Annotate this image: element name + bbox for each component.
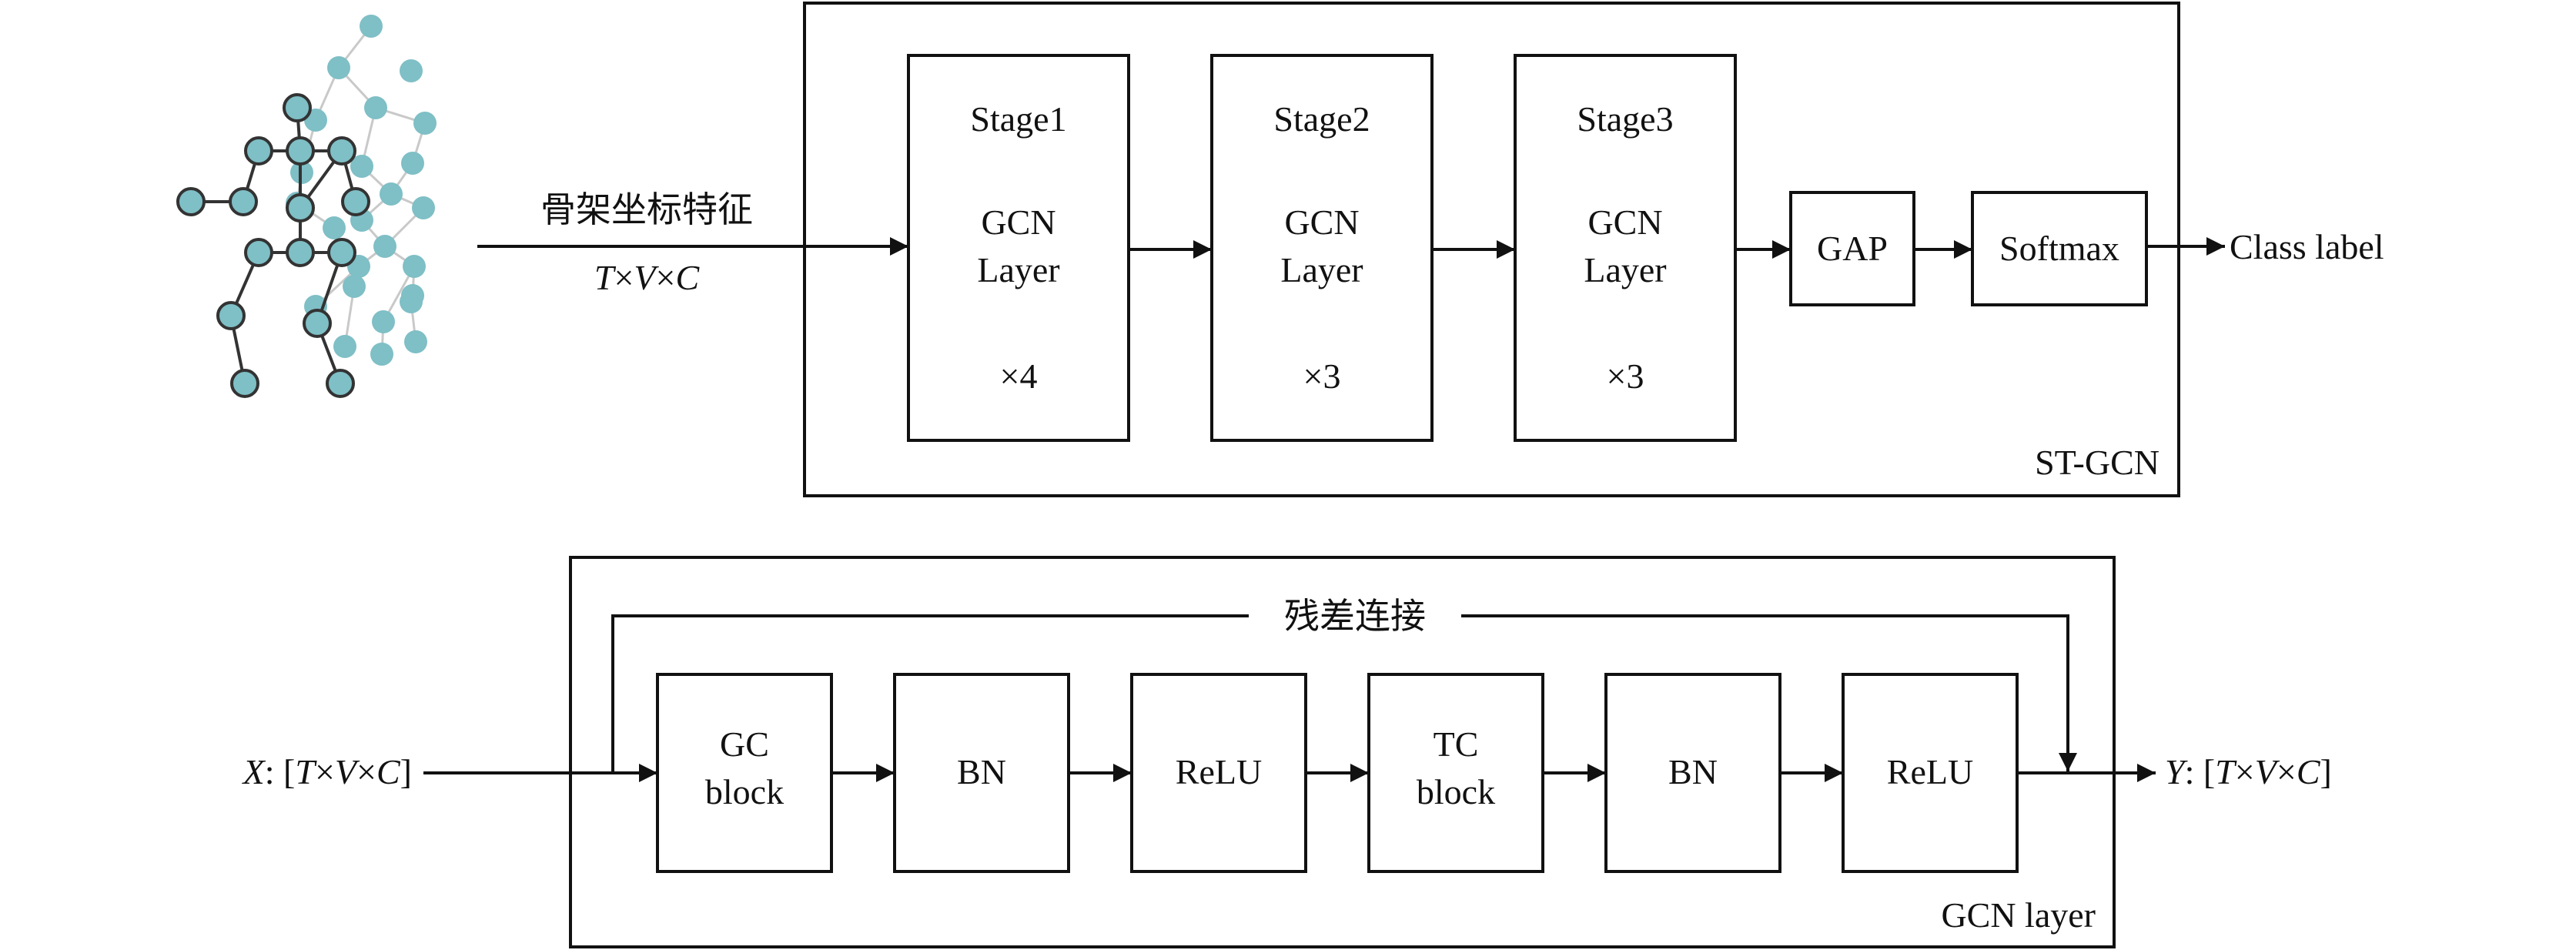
residual-label: 残差连接 (1284, 595, 1426, 637)
skeleton-faint-joint (323, 216, 346, 239)
class-label-output: Class label (2230, 227, 2384, 266)
input-feature: 骨架坐标特征 T×V×C (477, 189, 908, 297)
stage-2-line2: Layer (1280, 250, 1363, 289)
stage-1-line1: GCN (981, 202, 1055, 242)
stage-2-box (1210, 54, 1434, 442)
skeleton-joint (230, 369, 259, 398)
skeleton-faint-joint (403, 255, 426, 278)
stgcn-frame (803, 2, 2180, 497)
skeleton-joint (341, 187, 370, 216)
softmax-label: Softmax (1999, 229, 2119, 268)
skeleton-faint-joint (364, 96, 387, 119)
stage-2-repeat: ×3 (1303, 356, 1341, 396)
skeleton-joint (283, 93, 312, 122)
skeleton-joint (286, 238, 315, 267)
skeleton-icon (176, 15, 437, 398)
residual-line-right (1461, 614, 2077, 771)
skeleton-faint-joint (372, 310, 395, 333)
gap-box (1789, 191, 1915, 306)
relu-block-2: ReLU (1842, 673, 2019, 873)
stage-1-line2: Layer (977, 250, 1059, 289)
stage-1-block: Stage1 GCN Layer ×4 (907, 54, 1130, 442)
gc-block-line2: block (705, 772, 784, 811)
skeleton-faint-joint (400, 59, 423, 82)
skeleton-joint (303, 309, 332, 338)
skeleton-joint (327, 136, 356, 166)
stage-2-block: Stage2 GCN Layer ×3 (1210, 54, 1434, 442)
bn-block-2-label: BN (1668, 752, 1718, 791)
residual-line-left (611, 614, 1249, 773)
input-shape-label: T×V×C (594, 258, 701, 297)
skeleton-joint (216, 301, 246, 330)
gcn-layer-frame (569, 556, 2116, 948)
tc-block-line2: block (1417, 772, 1495, 811)
stage-2-line1: GCN (1284, 202, 1359, 242)
bn-block-1: BN (893, 673, 1070, 873)
skeleton-faint-joint (401, 152, 424, 175)
skeleton-joint (244, 136, 273, 166)
gcn-layer-module: GCN layer 残差连接 X: [T×V×C] GC block BN Re… (242, 556, 2332, 948)
gcn-input-label: X: [T×V×C] (242, 752, 412, 791)
skeleton-joint (286, 193, 315, 222)
gcn-layer-frame-label: GCN layer (1941, 895, 2096, 935)
stage-3-line2: Layer (1584, 250, 1666, 289)
bn-block-1-label: BN (957, 752, 1006, 791)
skeleton-faint-joint (327, 56, 350, 79)
stage-2-title: Stage2 (1273, 99, 1370, 139)
tc-block-box (1367, 673, 1544, 873)
gc-block-line1: GC (720, 724, 769, 764)
skeleton-joint (326, 369, 355, 398)
skeleton-faint-joint (404, 330, 427, 353)
relu-block-2-box (1842, 673, 2019, 873)
skeleton-faint-joint (333, 335, 356, 358)
stage-3-box (1514, 54, 1737, 442)
stage-3-title: Stage3 (1577, 99, 1673, 139)
tc-block: TC block (1367, 673, 1544, 873)
softmax-box (1971, 191, 2148, 306)
relu-block-1-label: ReLU (1176, 752, 1262, 791)
skeleton-faint-joint (380, 182, 403, 206)
gc-block-box (656, 673, 833, 873)
bn-block-2-box (1604, 673, 1781, 873)
skeleton-joint (244, 238, 273, 267)
skeleton-faint-joint (412, 196, 435, 219)
stage-3-repeat: ×3 (1607, 356, 1644, 396)
relu-block-2-label: ReLU (1887, 752, 1973, 791)
stgcn-module: ST-GCN Stage1 GCN Layer ×4 Stage2 GCN La… (803, 2, 2180, 497)
gc-block: GC block (656, 673, 833, 873)
skeleton-faint-joint (350, 155, 373, 178)
skeleton-joint (176, 187, 206, 216)
skeleton-joint (229, 187, 258, 216)
skeleton-faint-joint (373, 235, 396, 258)
stage-1-box (907, 54, 1130, 442)
stage-3-line1: GCN (1587, 202, 1662, 242)
relu-block-1: ReLU (1130, 673, 1307, 873)
skeleton-faint-joint (360, 15, 383, 38)
skeleton-faint-joint (370, 343, 393, 366)
skeleton-joint (286, 136, 315, 166)
stgcn-frame-label: ST-GCN (2035, 443, 2159, 482)
gap-label: GAP (1817, 229, 1888, 268)
skeleton-faint-joint (400, 290, 423, 313)
skeleton-faint-joint (413, 112, 437, 135)
bn-block-2: BN (1604, 673, 1781, 873)
gcn-output-label: Y: [T×V×C] (2165, 752, 2332, 791)
stage-3-block: Stage3 GCN Layer ×3 (1514, 54, 1737, 442)
input-feature-label: 骨架坐标特征 (540, 189, 753, 230)
stage-1-title: Stage1 (970, 99, 1066, 139)
stage-1-repeat: ×4 (1000, 356, 1038, 396)
relu-block-1-box (1130, 673, 1307, 873)
skeleton-faint-joint (343, 275, 366, 298)
skeleton-joint (327, 238, 356, 267)
tc-block-line1: TC (1434, 724, 1479, 764)
